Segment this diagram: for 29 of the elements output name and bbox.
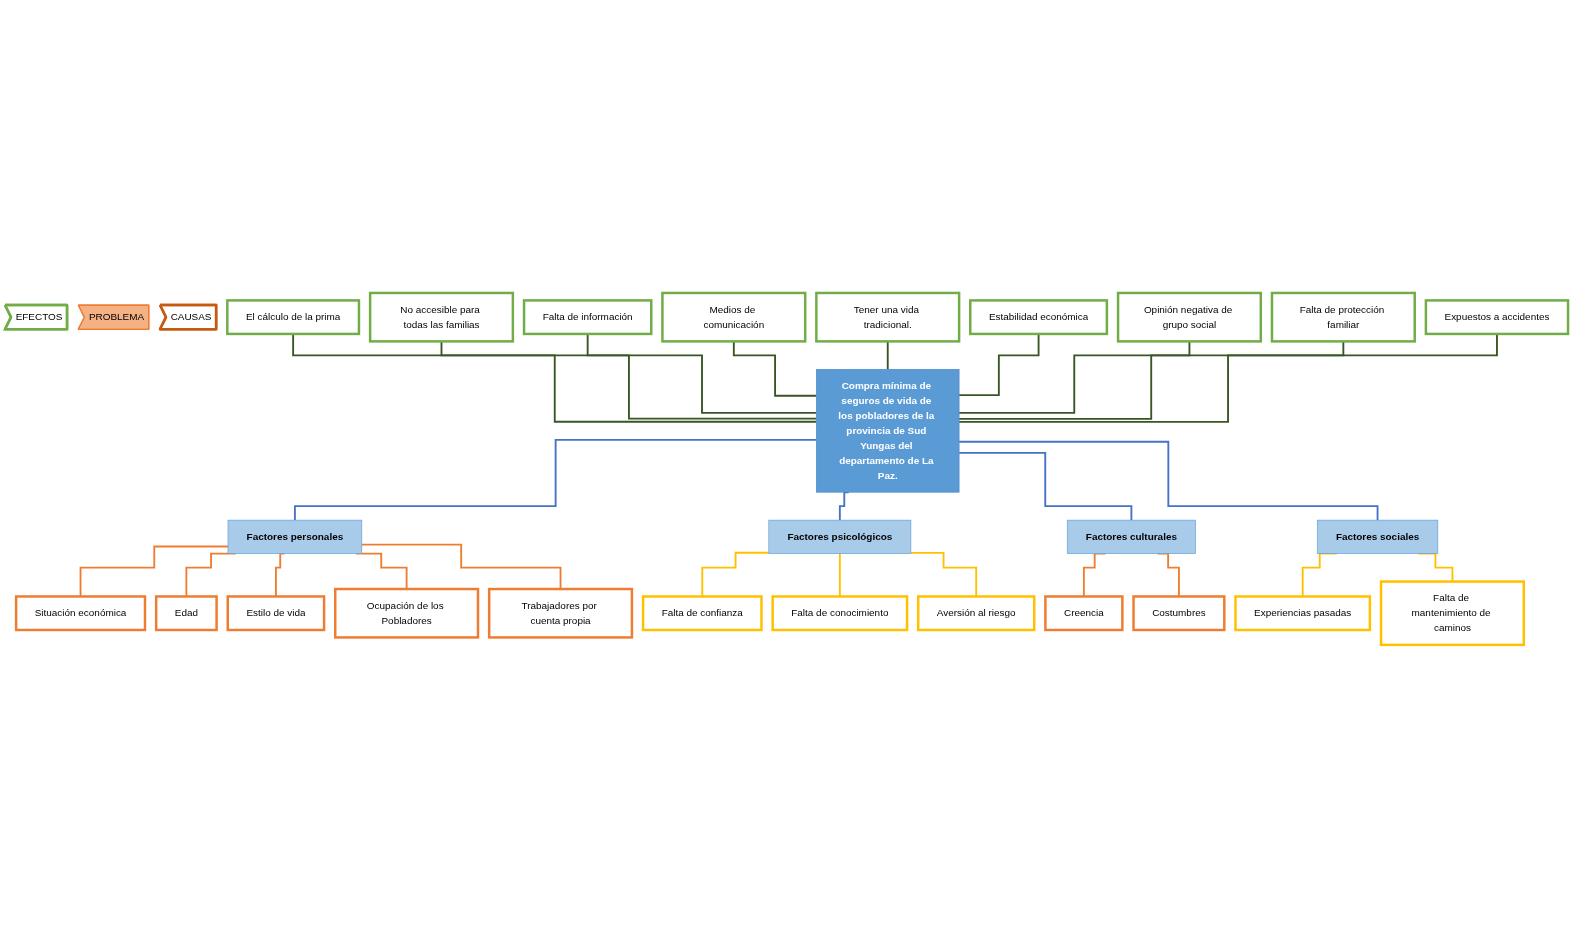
node-box: Situación económica [14,595,147,632]
node-box: Factores sociales [1316,519,1439,555]
node-box: Factores psicológicos [768,519,912,555]
node-box: Factores culturales [1066,519,1196,555]
node-box: Falta de protección familiar [1270,291,1416,343]
node-box: Expuestos a accidentes [1424,299,1570,336]
node-box: Medios de comunicación [661,291,807,343]
connector [293,439,818,522]
node-box: Estilo de vida [226,595,326,632]
node-box: Estabilidad económica [969,299,1109,336]
node-box: Factores personales [227,519,363,555]
connector [958,452,1133,522]
node-box: Falta de conocimiento [771,595,909,632]
node-box: Falta de confianza [641,595,763,632]
node-box: Aversión al riesgo [917,595,1036,632]
node-box: Creencia [1044,595,1124,632]
node-box: Tener una vida tradicional. [815,291,961,343]
node-box: Trabajadores por cuenta propia [487,587,634,639]
connector [958,440,1379,522]
node-box: El cálculo de la prima [226,299,361,336]
node-box: Compra mínima de seguros de vida de los pobladores de la provincia de Sud Yungas del departamento de La Paz. [816,369,960,493]
node-box: Falta de mantenimiento de caminos [1379,580,1526,647]
node-box: Ocupación de los Pobladores [334,587,480,639]
node-box: Costumbres [1132,595,1226,632]
node-box: Edad [154,595,218,632]
node-box: Falta de información [522,299,653,336]
node-box: Opinión negativa de grupo social [1116,291,1263,343]
node-box: Experiencias pasadas [1234,595,1372,632]
node-box: No accesible para todas las familias [368,291,515,343]
